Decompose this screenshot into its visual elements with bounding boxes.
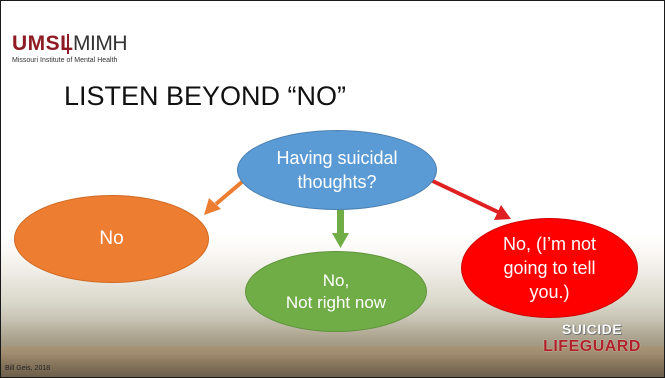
node-text-line: Not right now [285,292,387,312]
logo-mimh: MIMH [73,32,128,55]
arrow-to-not-telling [419,173,511,220]
node-text-line: thoughts? [297,172,377,192]
node-text-line: going to tell [503,258,596,278]
suicide-lifeguard-logo: SUICIDE LIFEGUARD [537,321,647,356]
logo-umsl: UMSL [12,32,74,55]
node-text-line: Having suicidal [276,148,398,168]
credit-text: Bill Geis, 2018 [5,365,51,372]
node-text-line: No [99,228,124,249]
node-no: No [14,195,209,283]
lifeguard-line-1: SUICIDE [561,321,623,337]
node-having-suicidal-thoughts: Having suicidal thoughts? [237,130,437,210]
logo-divider [67,34,69,54]
node-text-line: you.) [529,282,570,302]
arrow-to-not-right-now [332,210,349,248]
lifeguard-line-2: LIFEGUARD [543,338,641,355]
node-text-line: No, (I’m not [502,234,597,254]
slide-title: LISTEN BEYOND “NO” [64,81,347,111]
node-not-going-to-tell: No, (I’m not going to tell you.) [461,218,638,318]
node-not-right-now: No, Not right now [245,251,427,332]
logo-subtitle: Missouri Institute of Mental Health [12,57,118,64]
node-text-line: No, [322,270,350,290]
